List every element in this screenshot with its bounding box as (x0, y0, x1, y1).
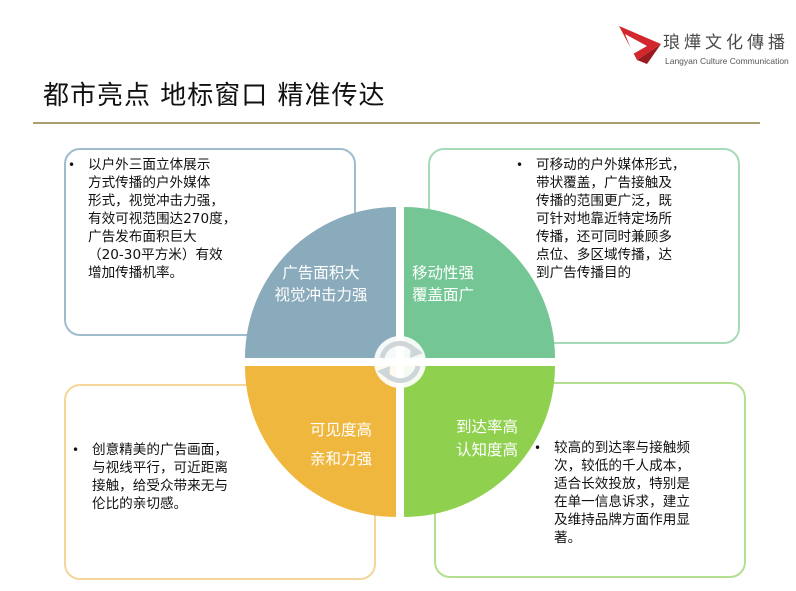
description-text: 创意精美的广告画面， 与视线平行，可近距离 接触，给受众带来无与 伦比的亲切感。 (92, 442, 228, 512)
title-divider (33, 122, 760, 124)
quadrant-bottom-left (245, 366, 396, 517)
description-text: 可移动的户外媒体形式， 带状覆盖，广告接触及 传播的范围更广泛，既 可针对地靠近… (536, 157, 686, 281)
description-text: 以户外三面立体展示 方式传播的户外媒体 形式，视觉冲击力强， 有效可视范围达27… (88, 157, 237, 281)
bullet-item: • 可移动的户外媒体形式， 带状覆盖，广告接触及 传播的范围更广泛，既 可针对地… (516, 156, 736, 282)
bullet-dot: • (534, 441, 542, 455)
quadrant-bottom-right (404, 366, 555, 517)
description-text: 较高的到达率与接触频 次，较低的千人成本， 适合长效投放，特别是 在单一信息诉求… (554, 440, 690, 546)
quadrant-top-left (245, 207, 396, 358)
bullet-dot: • (68, 158, 76, 172)
description-box-top-right: • 可移动的户外媒体形式， 带状覆盖，广告接触及 传播的范围更广泛，既 可针对地… (428, 148, 740, 344)
page-title: 都市亮点 地标窗口 精准传达 (43, 81, 386, 111)
quadrant-circle (245, 207, 555, 517)
quadrant-label-bottom-left: 可见度高 亲和力强 (309, 421, 372, 468)
cycle-arrows-icon (374, 336, 426, 388)
bullet-dot: • (516, 158, 524, 172)
quadrant-label-top-left: 广告面积大 视觉冲击力强 (274, 264, 368, 304)
brand-name-en: Langyan Culture Communication (665, 56, 789, 66)
brand-arrow-icon (619, 26, 661, 64)
brand-logo: 琅燁文化傳播 Langyan Culture Communication (617, 18, 792, 74)
brand-name-cn: 琅燁文化傳播 (663, 33, 789, 53)
quadrant-label-bottom-right: 到达率高 认知度高 (455, 418, 518, 459)
bullet-item: • 以户外三面立体展示 方式传播的户外媒体 形式，视觉冲击力强， 有效可视范围达… (68, 156, 268, 282)
quadrant-top-right (404, 207, 555, 358)
quadrant-label-top-right: 移动性强 覆盖面广 (412, 264, 475, 304)
bullet-item: • 创意精美的广告画面， 与视线平行，可近距离 接触，给受众带来无与 伦比的亲切… (72, 441, 282, 513)
bullet-item: • 较高的到达率与接触频 次，较低的千人成本， 适合长效投放，特别是 在单一信息… (534, 439, 744, 547)
bullet-dot: • (72, 443, 80, 457)
